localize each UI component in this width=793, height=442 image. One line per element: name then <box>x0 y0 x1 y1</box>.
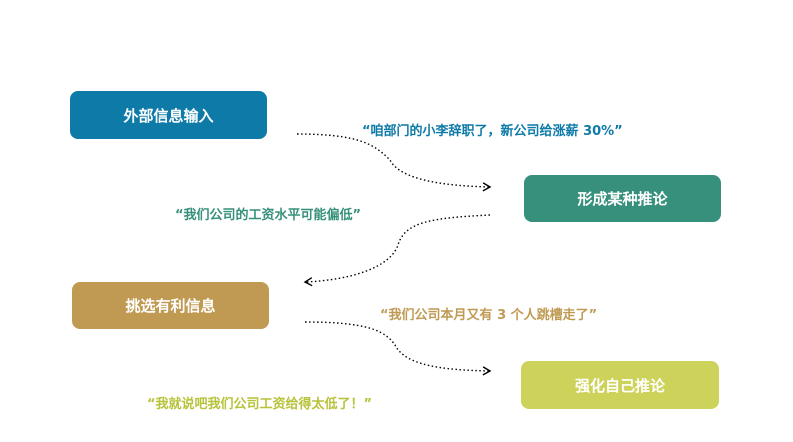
arrow-select-to-boost <box>304 321 492 376</box>
quote-salary-may-be-low: “我们公司的工资水平可能偏低” <box>175 208 362 223</box>
step-label: 挑选有利信息 <box>125 297 216 315</box>
arrow-infer-to-select <box>303 214 491 287</box>
arrow-input-to-infer <box>296 133 492 192</box>
step-strengthen-inference: 强化自己推论 <box>521 361 719 409</box>
step-form-inference: 形成某种推论 <box>524 175 721 222</box>
quote-salary-too-low: “我就说吧我们公司工资给得太低了！” <box>147 397 373 412</box>
quote-three-people-left: “我们公司本月又有 3 个人跳槽走了” <box>380 308 598 323</box>
step-select-favorable-info: 挑选有利信息 <box>72 282 269 329</box>
step-external-info-input: 外部信息输入 <box>70 91 267 139</box>
step-label: 外部信息输入 <box>123 106 214 125</box>
step-label: 形成某种推论 <box>577 190 668 208</box>
quote-colleague-resigned: “咱部门的小李辞职了，新公司给涨薪 30%” <box>362 124 623 139</box>
step-label: 强化自己推论 <box>574 376 665 395</box>
